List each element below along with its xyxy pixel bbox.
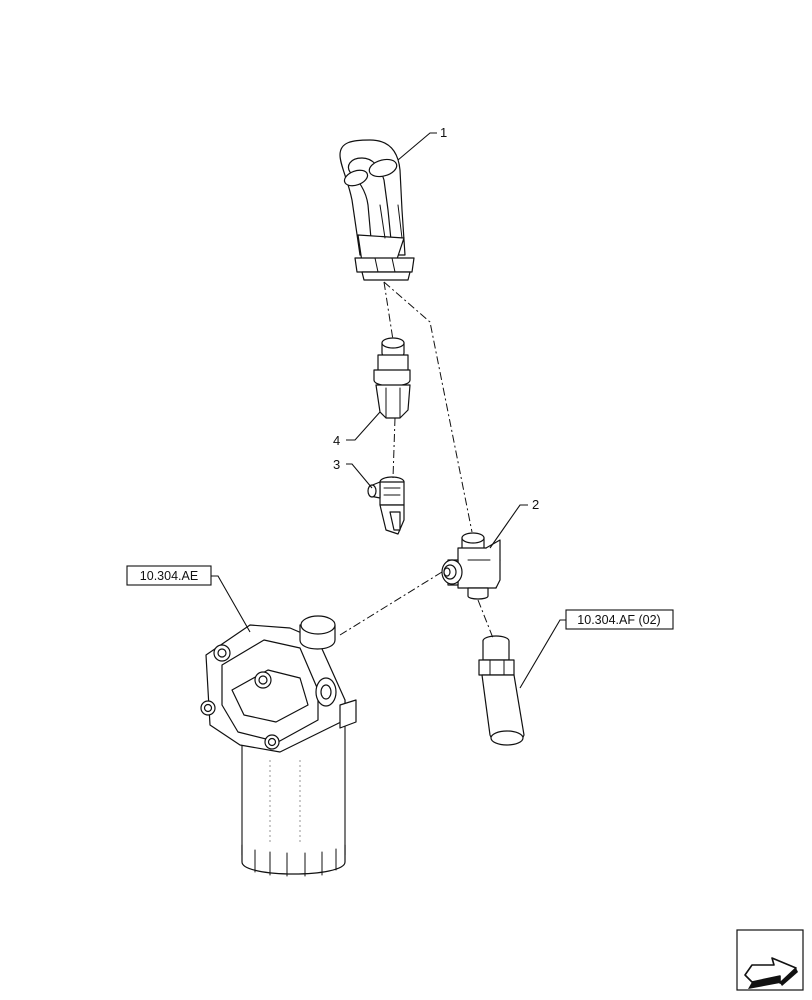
next-page-arrow-icon[interactable] <box>736 929 804 991</box>
pipe-reference[interactable]: 10.304.AF (02) <box>519 609 674 689</box>
callout-1: 1 <box>397 125 447 161</box>
hose-part-1[interactable] <box>339 139 415 281</box>
callout-4-label: 4 <box>333 433 340 448</box>
callout-3-label: 3 <box>333 457 340 472</box>
filter-reference-label: 10.304.AE <box>140 569 198 583</box>
pipe-reference-label: 10.304.AF (02) <box>577 613 660 627</box>
filter-assembly[interactable] <box>200 615 357 877</box>
tee-fitting-part-2[interactable] <box>441 532 501 600</box>
sensor-part-3[interactable] <box>367 476 405 535</box>
adaptor-part-4[interactable] <box>373 337 411 419</box>
callout-3: 3 <box>333 457 373 489</box>
callout-1-label: 1 <box>440 125 447 140</box>
callout-4: 4 <box>333 411 381 448</box>
assembly-lines <box>339 281 494 639</box>
callout-2-label: 2 <box>532 497 539 512</box>
callout-2: 2 <box>489 497 539 549</box>
pipe-part[interactable] <box>478 635 525 746</box>
filter-reference[interactable]: 10.304.AE <box>126 565 251 633</box>
